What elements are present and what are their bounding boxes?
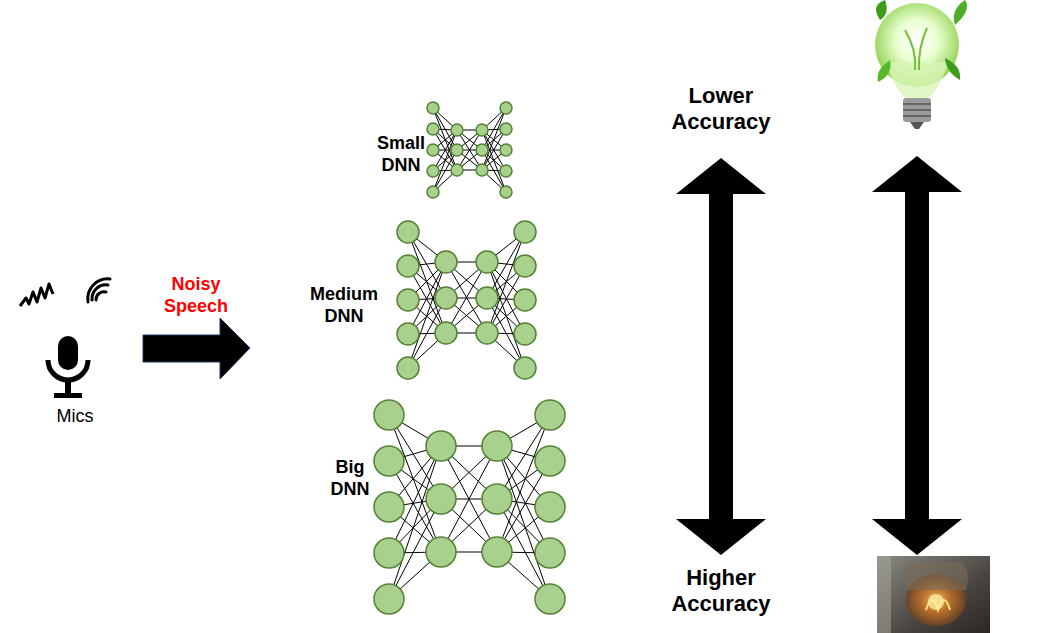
neuron <box>476 322 498 344</box>
device-label: Mics <box>57 406 94 428</box>
neuron <box>476 251 498 273</box>
neuron <box>535 584 565 614</box>
neuron <box>500 186 512 198</box>
neuron <box>374 538 404 568</box>
neuron <box>476 124 488 136</box>
neuron <box>374 446 404 476</box>
signal-label: Noisy Speech <box>164 274 228 317</box>
network-link <box>433 130 457 192</box>
neuron <box>397 289 419 311</box>
network-link <box>408 262 446 368</box>
neuron <box>500 165 512 177</box>
neuron <box>500 102 512 114</box>
neuron <box>535 492 565 522</box>
neuron <box>535 446 565 476</box>
accuracy-label: Higher Accuracy <box>671 565 770 618</box>
neuron <box>514 357 536 379</box>
neuron <box>374 492 404 522</box>
neuron <box>535 538 565 568</box>
neuron <box>482 484 512 514</box>
network-label: Small DNN <box>377 133 425 176</box>
energy-arrow <box>872 156 962 555</box>
neuron <box>482 431 512 461</box>
neural-networks <box>374 102 565 614</box>
neuron <box>476 287 498 309</box>
neuron <box>514 221 536 243</box>
neuron <box>476 164 488 176</box>
accuracy-label: Lower Accuracy <box>671 83 770 136</box>
neuron <box>476 144 488 156</box>
neuron <box>427 165 439 177</box>
sound-waves <box>88 279 110 302</box>
neuron <box>514 289 536 311</box>
neuron <box>397 221 419 243</box>
neuron <box>482 537 512 567</box>
neuron <box>374 400 404 430</box>
microphone-icon <box>48 336 88 398</box>
network-link <box>487 232 525 333</box>
accuracy-arrow <box>676 158 766 555</box>
neuron <box>535 400 565 430</box>
neuron <box>514 323 536 345</box>
network-link <box>482 108 506 170</box>
neuron <box>514 255 536 277</box>
noise-symbol <box>20 284 53 306</box>
incandescent-bulb-photo <box>877 556 990 633</box>
neuron <box>435 251 457 273</box>
network-link <box>408 232 446 333</box>
neuron <box>426 431 456 461</box>
neuron <box>427 123 439 135</box>
green-bulb <box>875 0 967 129</box>
neuron <box>397 357 419 379</box>
neuron <box>426 484 456 514</box>
neuron <box>427 186 439 198</box>
neuron <box>451 144 463 156</box>
neuron <box>397 255 419 277</box>
network-link <box>487 262 525 368</box>
neuron <box>435 322 457 344</box>
neuron <box>451 124 463 136</box>
input-arrow <box>143 318 250 379</box>
neuron <box>397 323 419 345</box>
neuron <box>500 123 512 135</box>
neuron <box>427 144 439 156</box>
network-label: Medium DNN <box>310 284 378 327</box>
neuron <box>374 584 404 614</box>
neuron <box>435 287 457 309</box>
network-label: Big DNN <box>331 457 370 500</box>
neuron <box>500 144 512 156</box>
neuron <box>426 537 456 567</box>
neuron <box>427 102 439 114</box>
neuron <box>451 164 463 176</box>
